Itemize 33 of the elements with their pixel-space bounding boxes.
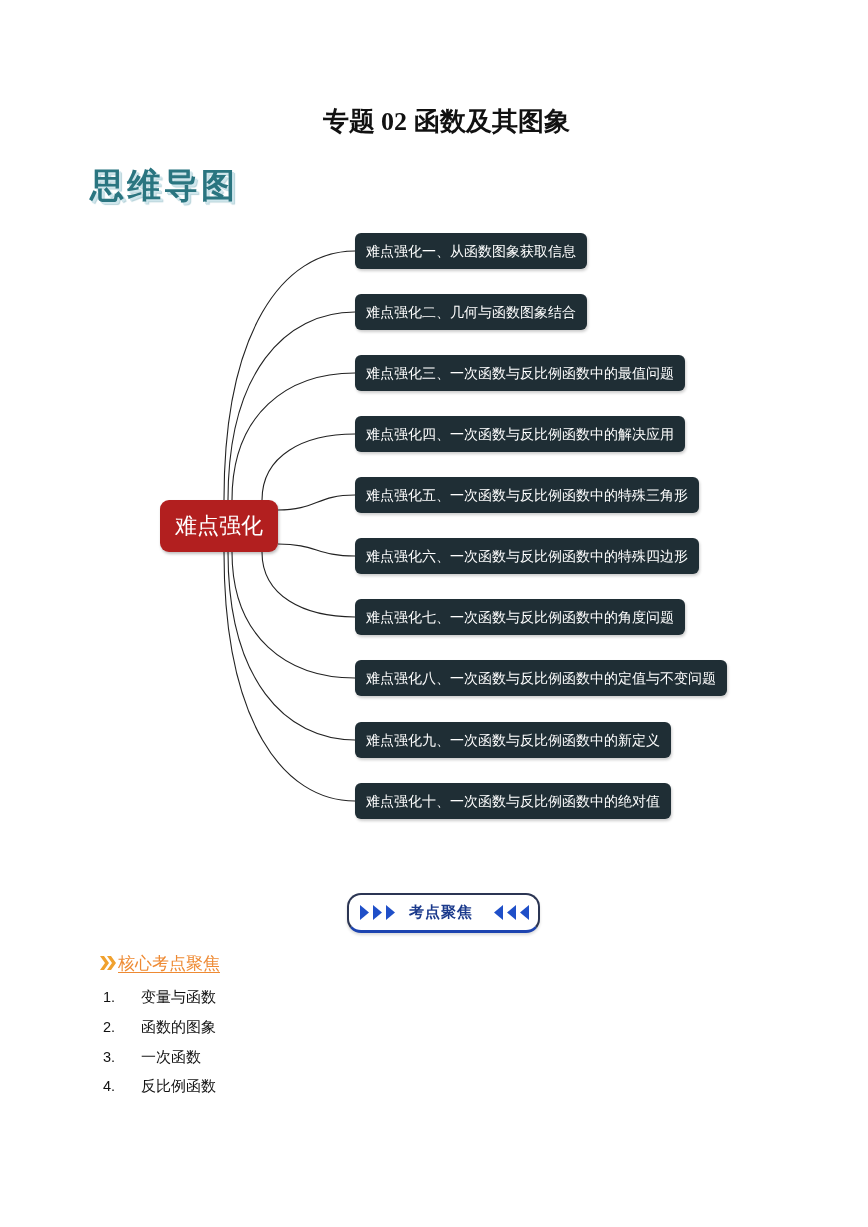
page-title: 专题 02 函数及其图象 [322,106,570,138]
list-item: 反比例函数 [141,1077,216,1095]
central-topic-box: 难点强化 [160,500,278,552]
list-item: 变量与函数 [141,988,216,1006]
section-heading: 思维导图 [90,165,238,205]
subheading: 核心考点聚焦 [118,952,220,974]
topic-box: 难点强化八、一次函数与反比例函数中的定值与不变问题 [355,660,727,696]
topic-box: 难点强化二、几何与函数图象结合 [355,294,587,330]
connector-curve [223,250,356,501]
list-number: 1. [103,988,116,1006]
list-item: 一次函数 [141,1048,201,1066]
connector-curve [261,551,356,618]
connector-curve [231,372,356,501]
connector-curve [277,494,356,511]
list-item: 函数的图象 [141,1018,216,1036]
banner-title: 考点聚焦 [409,902,473,922]
topic-box: 难点强化九、一次函数与反比例函数中的新定义 [355,722,671,758]
connector-curve [227,551,356,741]
topic-box: 难点强化四、一次函数与反比例函数中的解决应用 [355,416,685,452]
topic-box: 难点强化十、一次函数与反比例函数中的绝对值 [355,783,671,819]
topic-box: 难点强化三、一次函数与反比例函数中的最值问题 [355,355,685,391]
list-number: 3. [103,1048,116,1066]
connector-curve [231,551,356,679]
connector-curve [227,311,356,501]
topic-box: 难点强化五、一次函数与反比例函数中的特殊三角形 [355,477,699,513]
topic-box: 难点强化一、从函数图象获取信息 [355,233,587,269]
topic-box: 难点强化六、一次函数与反比例函数中的特殊四边形 [355,538,699,574]
list-number: 4. [103,1077,116,1095]
topic-box: 难点强化七、一次函数与反比例函数中的角度问题 [355,599,685,635]
connector-curve [277,543,356,557]
connector-curve [261,433,356,501]
list-number: 2. [103,1018,116,1036]
connector-curve [223,551,356,802]
